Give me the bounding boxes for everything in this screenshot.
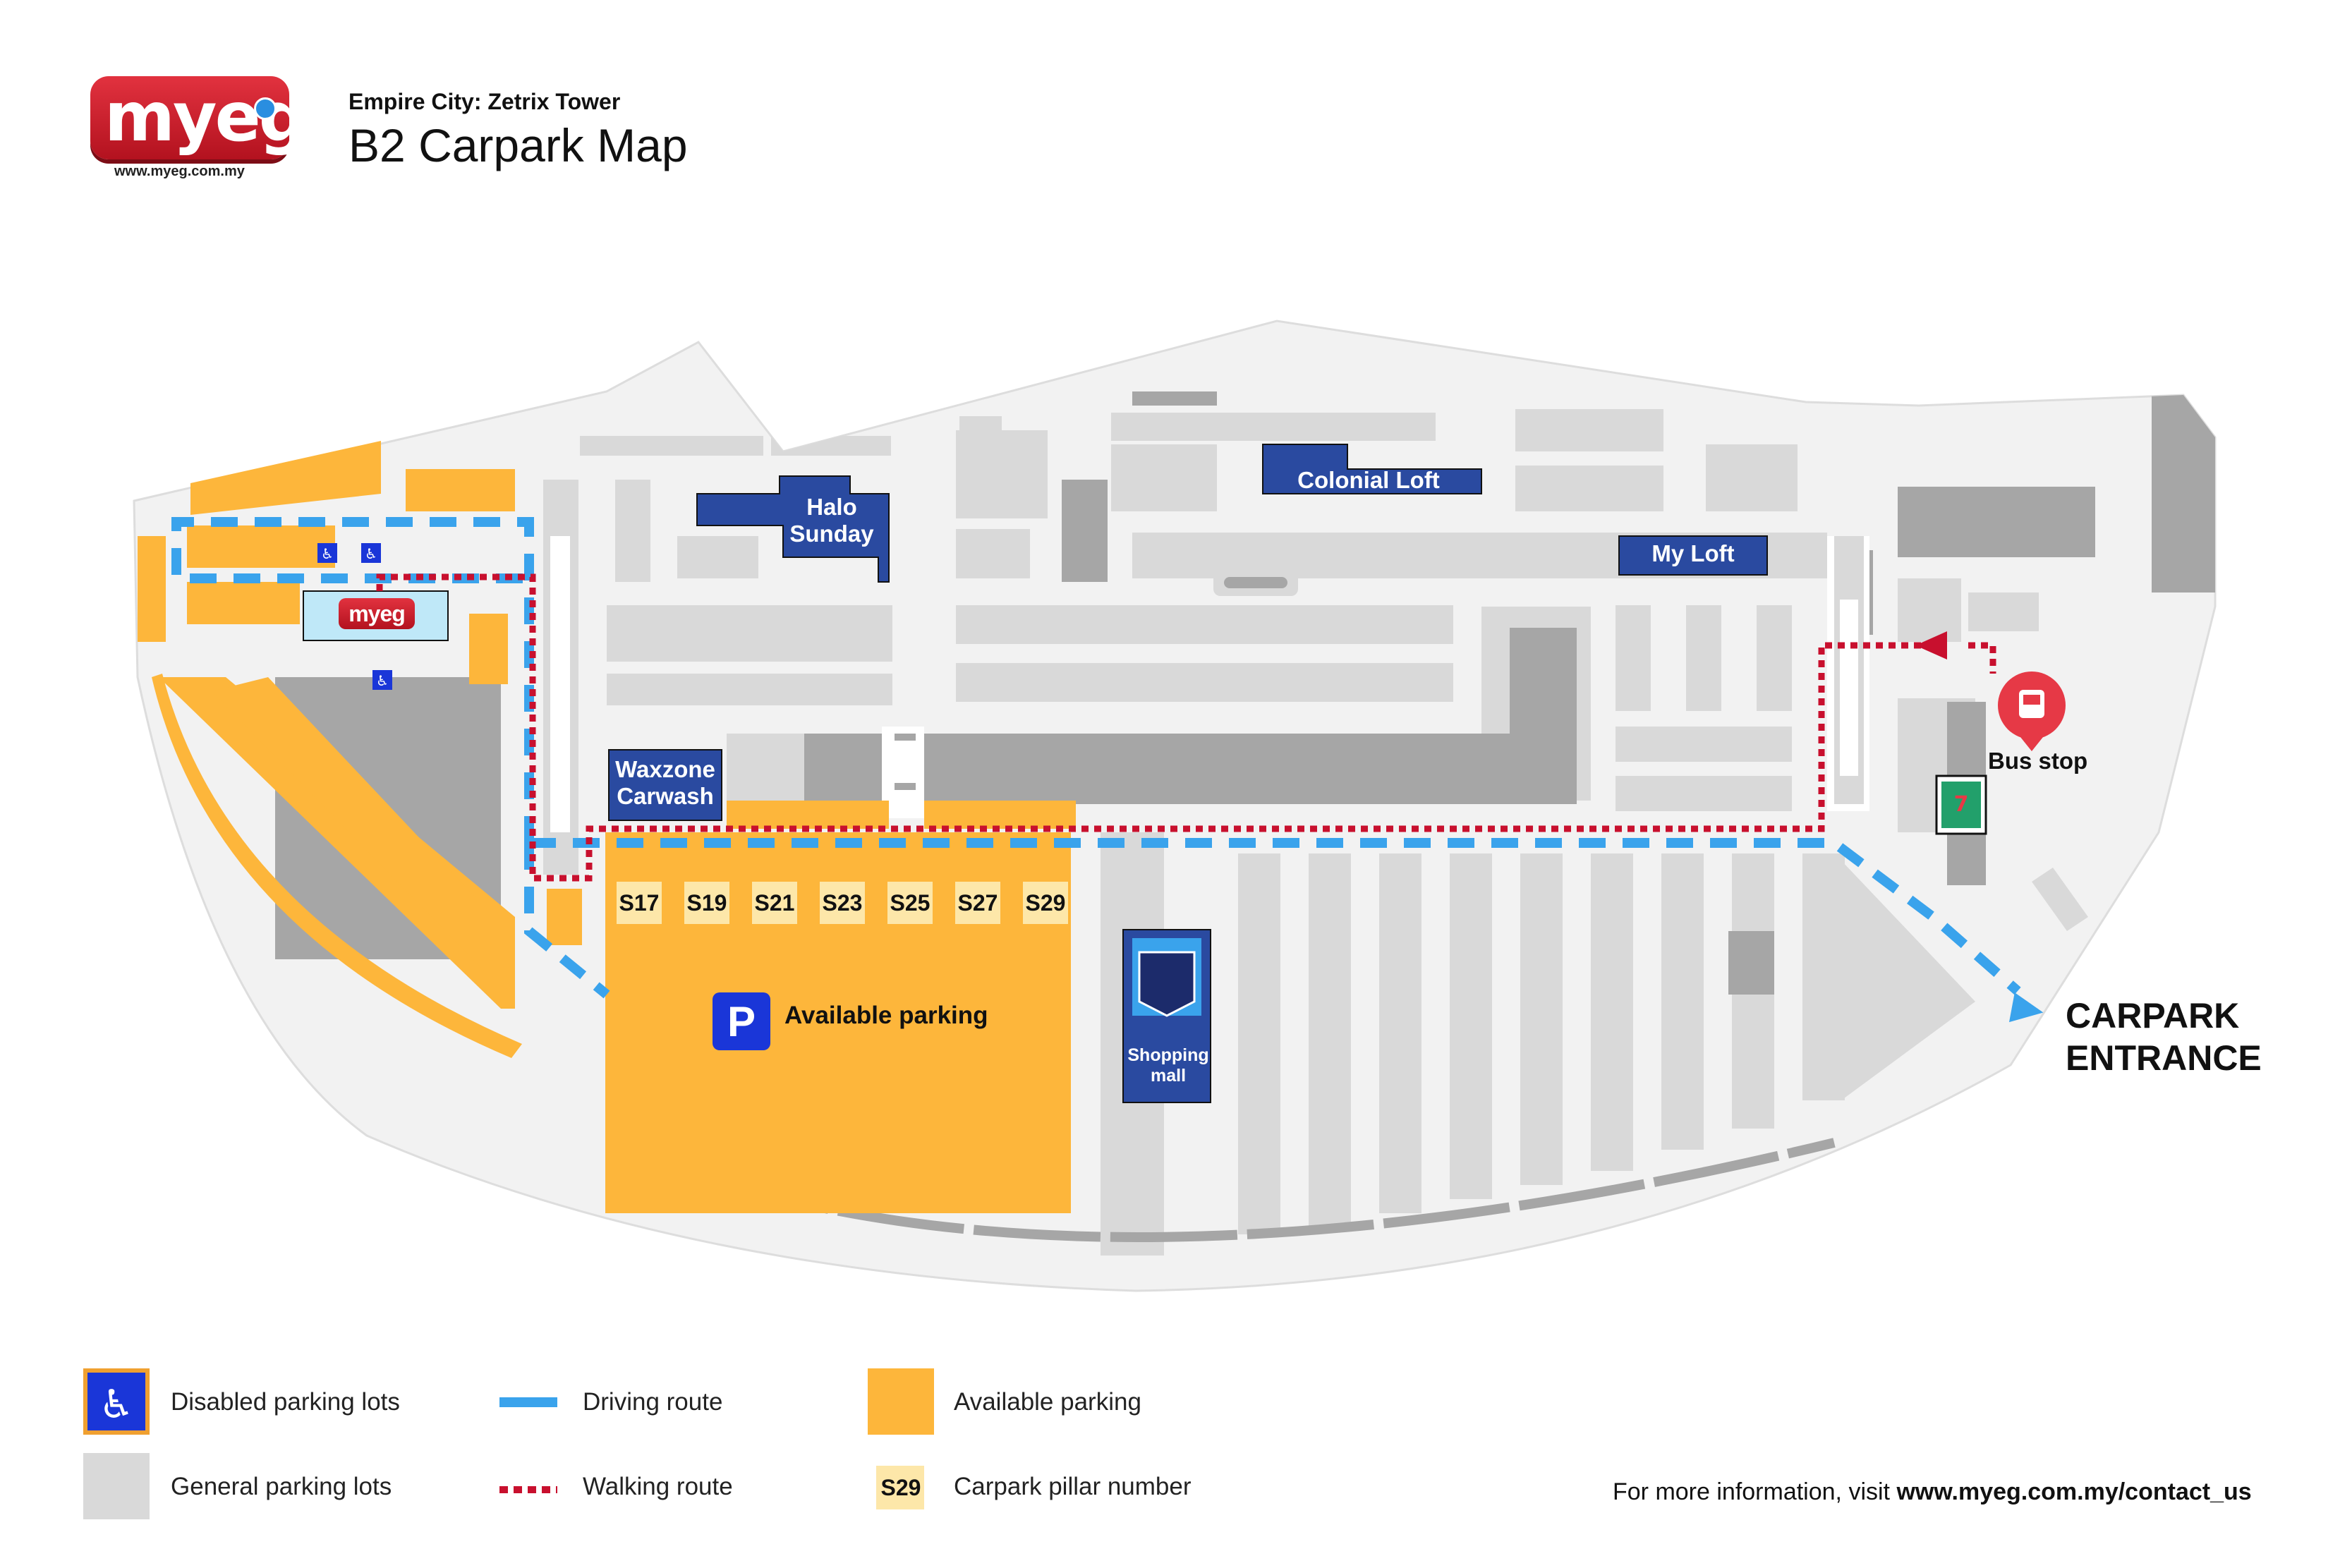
mall-badge — [1132, 938, 1201, 1017]
legend-disabled: Disabled parking lots — [171, 1388, 400, 1416]
available-parking-label: Available parking — [784, 1002, 988, 1029]
globe-icon — [254, 97, 277, 120]
pillar-label: S23 — [820, 882, 865, 924]
bus-stop-pin — [1998, 671, 2066, 751]
pillar-label: S27 — [955, 882, 1000, 924]
legend-walking: Walking route — [583, 1473, 733, 1500]
footer-link[interactable]: www.myeg.com.my/contact_us — [1896, 1478, 2252, 1505]
svg-text:7: 7 — [1954, 792, 1969, 817]
disabled-parking-markers: ♿ ♿ ♿ — [317, 543, 392, 690]
pillar-label: S21 — [752, 882, 797, 924]
logo-url[interactable]: www.myeg.com.my — [114, 164, 245, 179]
walking-route — [376, 573, 1996, 882]
svg-text:♿: ♿ — [376, 672, 389, 689]
store-badge: 7 — [1935, 774, 1987, 835]
footer-prefix: For more information, visit — [1613, 1478, 1897, 1505]
pillar-label: S29 — [1023, 882, 1068, 924]
myeg-logo[interactable]: myeg www.myeg.com.my — [90, 76, 307, 182]
building-waxzone-carwash: Waxzone Carwash — [615, 756, 715, 809]
parking-icon: P — [713, 992, 770, 1050]
legend-general: General parking lots — [171, 1473, 392, 1500]
map-title: B2 Carpark Map — [348, 119, 688, 171]
bus-stop-label: Bus stop — [1988, 748, 2088, 774]
building-halo-sunday: Halo Sunday — [789, 494, 874, 547]
mall-label: Shopping mall — [1127, 1045, 1209, 1086]
pillar-label: S19 — [684, 882, 729, 924]
svg-text:♿: ♿ — [321, 545, 334, 562]
entrance-line2: ENTRANCE — [2066, 1038, 2262, 1078]
logo-text: myeg — [104, 78, 307, 157]
legend-available: Available parking — [954, 1388, 1141, 1416]
entrance-arrow — [2008, 992, 2044, 1023]
legend-driving: Driving route — [583, 1388, 723, 1416]
svg-text:♿: ♿ — [99, 1382, 134, 1428]
building-my-loft: My Loft — [1651, 540, 1735, 566]
pillar-label: S17 — [617, 882, 662, 924]
logo-badge — [90, 76, 289, 159]
building-colonial-loft: Colonial Loft — [1297, 467, 1440, 493]
footer: For more information, visit www.myeg.com… — [1613, 1478, 2252, 1506]
myeg-office-label: myeg — [339, 598, 415, 629]
pillar-label: S25 — [887, 882, 933, 924]
driving-route — [171, 517, 2021, 999]
carpark-entrance-label: CARPARK ENTRANCE — [2066, 995, 2262, 1079]
legend-pillar: Carpark pillar number — [954, 1473, 1192, 1500]
svg-text:♿: ♿ — [365, 545, 377, 562]
legend-pillar-sample: S29 — [878, 1467, 924, 1508]
entrance-line1: CARPARK — [2066, 996, 2240, 1035]
map-subtitle: Empire City: Zetrix Tower — [348, 89, 621, 114]
